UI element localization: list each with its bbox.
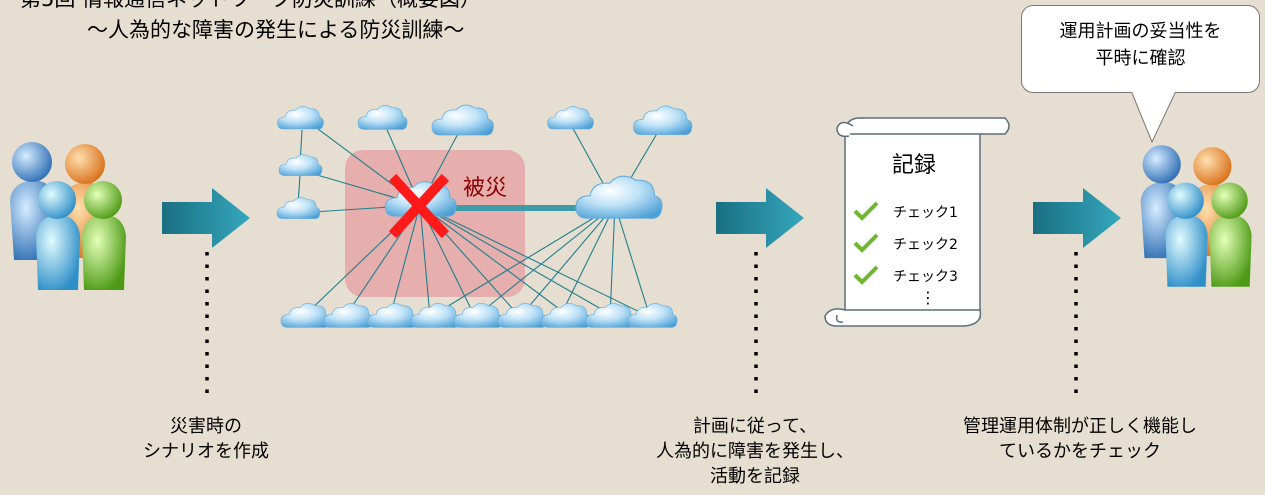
caption-step1-line2: シナリオを作成 xyxy=(143,441,269,462)
record-title: 記録 xyxy=(892,153,937,178)
leader-line-3 xyxy=(1074,252,1078,400)
check-item-2: チェック2 xyxy=(893,237,958,253)
check-item-3: チェック3 xyxy=(893,269,958,285)
check-ellipsis: ⋮ xyxy=(920,288,936,307)
check-icon-2 xyxy=(853,233,879,253)
page-title-line1: 第5回 情報通信ネットワーク防災訓練（概要図） xyxy=(20,0,481,13)
caption-step2-line3: 活動を記録 xyxy=(710,466,800,487)
flow-arrow-1 xyxy=(162,188,252,248)
caption-step3: 管理運用体制が正しく機能し ているかをチェック xyxy=(935,414,1225,464)
flow-arrow-3 xyxy=(1033,188,1123,248)
caption-step3-line1: 管理運用体制が正しく機能し xyxy=(963,416,1197,437)
check-icon-3 xyxy=(853,265,879,285)
people-group-icon-left xyxy=(2,140,140,292)
check-item-1: チェック1 xyxy=(893,205,958,221)
caption-step3-line2: ているかをチェック xyxy=(999,441,1161,462)
people-group-icon-right xyxy=(1133,140,1265,292)
network-diagram xyxy=(276,104,693,328)
callout-line1: 運用計画の妥当性を xyxy=(1059,21,1222,42)
check-icon-1 xyxy=(853,201,879,221)
caption-step2-line2: 人為的に障害を発生し、 xyxy=(656,441,854,462)
flow-arrow-2 xyxy=(716,188,806,248)
leader-line-2 xyxy=(754,252,758,400)
leader-line-1 xyxy=(205,252,209,400)
callout-tail xyxy=(1131,92,1176,144)
callout-line2: 平時に確認 xyxy=(1095,48,1186,69)
caption-step2: 計画に従って、 人為的に障害を発生し、 活動を記録 xyxy=(620,414,890,489)
caption-step2-line1: 計画に従って、 xyxy=(692,416,818,437)
page-title-line2: 〜人為的な障害の発生による防災訓練〜 xyxy=(87,18,465,42)
caption-step1: 災害時の シナリオを作成 xyxy=(106,414,306,464)
failure-cross-icon xyxy=(388,173,450,239)
record-scroll xyxy=(824,117,1010,327)
caption-step1-line1: 災害時の xyxy=(170,416,242,437)
callout-bubble: 運用計画の妥当性を 平時に確認 xyxy=(1021,5,1260,93)
disaster-label: 被災 xyxy=(463,176,508,201)
